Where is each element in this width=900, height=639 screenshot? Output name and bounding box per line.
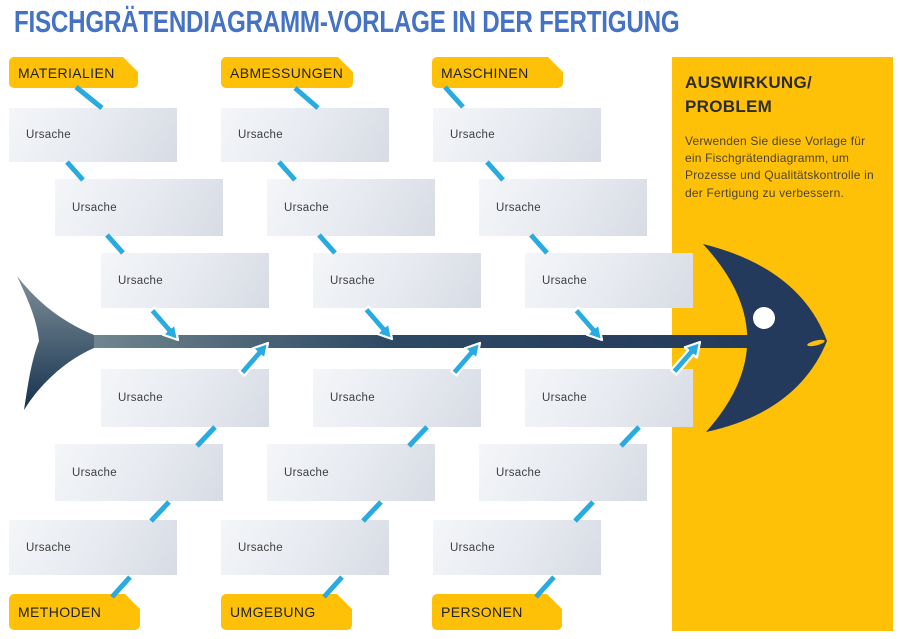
cause-box: Ursache: [221, 520, 389, 575]
category-tag-methoden: METHODEN: [9, 594, 140, 630]
cause-box: Ursache: [525, 369, 693, 427]
fish-spine: [92, 335, 748, 348]
arrow-icon: [572, 306, 604, 342]
cause-box: Ursache: [313, 253, 481, 308]
connector-line: [443, 85, 465, 109]
connector-line: [149, 500, 171, 523]
connector-line: [65, 160, 85, 182]
cause-box: Ursache: [9, 520, 177, 575]
cause-box: Ursache: [101, 253, 269, 308]
category-tag-materialien: MATERIALIEN: [9, 57, 138, 88]
connector-line: [105, 233, 125, 255]
effect-heading: AUSWIRKUNG/ PROBLEM: [685, 73, 813, 116]
connector-line: [293, 86, 320, 110]
cause-box: Ursache: [221, 108, 389, 162]
connector-line: [317, 233, 337, 255]
connector-line: [361, 500, 383, 523]
connector-line: [485, 160, 505, 182]
effect-description: Verwenden Sie diese Vorlage für ein Fisc…: [685, 133, 874, 200]
connector-line: [277, 160, 297, 182]
connector-line: [573, 500, 595, 523]
arrow-icon: [148, 306, 180, 342]
cause-box: Ursache: [479, 179, 647, 236]
cause-box: Ursache: [479, 444, 647, 501]
arrow-icon: [362, 305, 394, 341]
cause-box: Ursache: [433, 108, 601, 162]
cause-box: Ursache: [55, 444, 223, 501]
category-tag-maschinen: MASCHINEN: [432, 57, 563, 88]
cause-box: Ursache: [525, 253, 693, 308]
category-tag-abmessungen: ABMESSUNGEN: [221, 57, 353, 88]
cause-box: Ursache: [9, 108, 177, 162]
cause-box: Ursache: [101, 369, 269, 427]
cause-box: Ursache: [433, 520, 601, 575]
effect-panel: AUSWIRKUNG/ PROBLEM Verwenden Sie diese …: [672, 57, 893, 631]
fish-tail: [17, 276, 94, 410]
connector-line: [529, 233, 549, 255]
connector-line: [74, 85, 104, 110]
cause-box: Ursache: [267, 444, 435, 501]
cause-box: Ursache: [55, 179, 223, 236]
page-title: FISCHGRÄTENDIAGRAMM-VORLAGE IN DER FERTI…: [14, 4, 680, 39]
spine-arrows: [148, 305, 702, 377]
cause-box: Ursache: [313, 369, 481, 427]
cause-box: Ursache: [267, 179, 435, 236]
category-tag-personen: PERSONEN: [432, 594, 562, 630]
category-tag-umgebung: UMGEBUNG: [221, 594, 352, 630]
